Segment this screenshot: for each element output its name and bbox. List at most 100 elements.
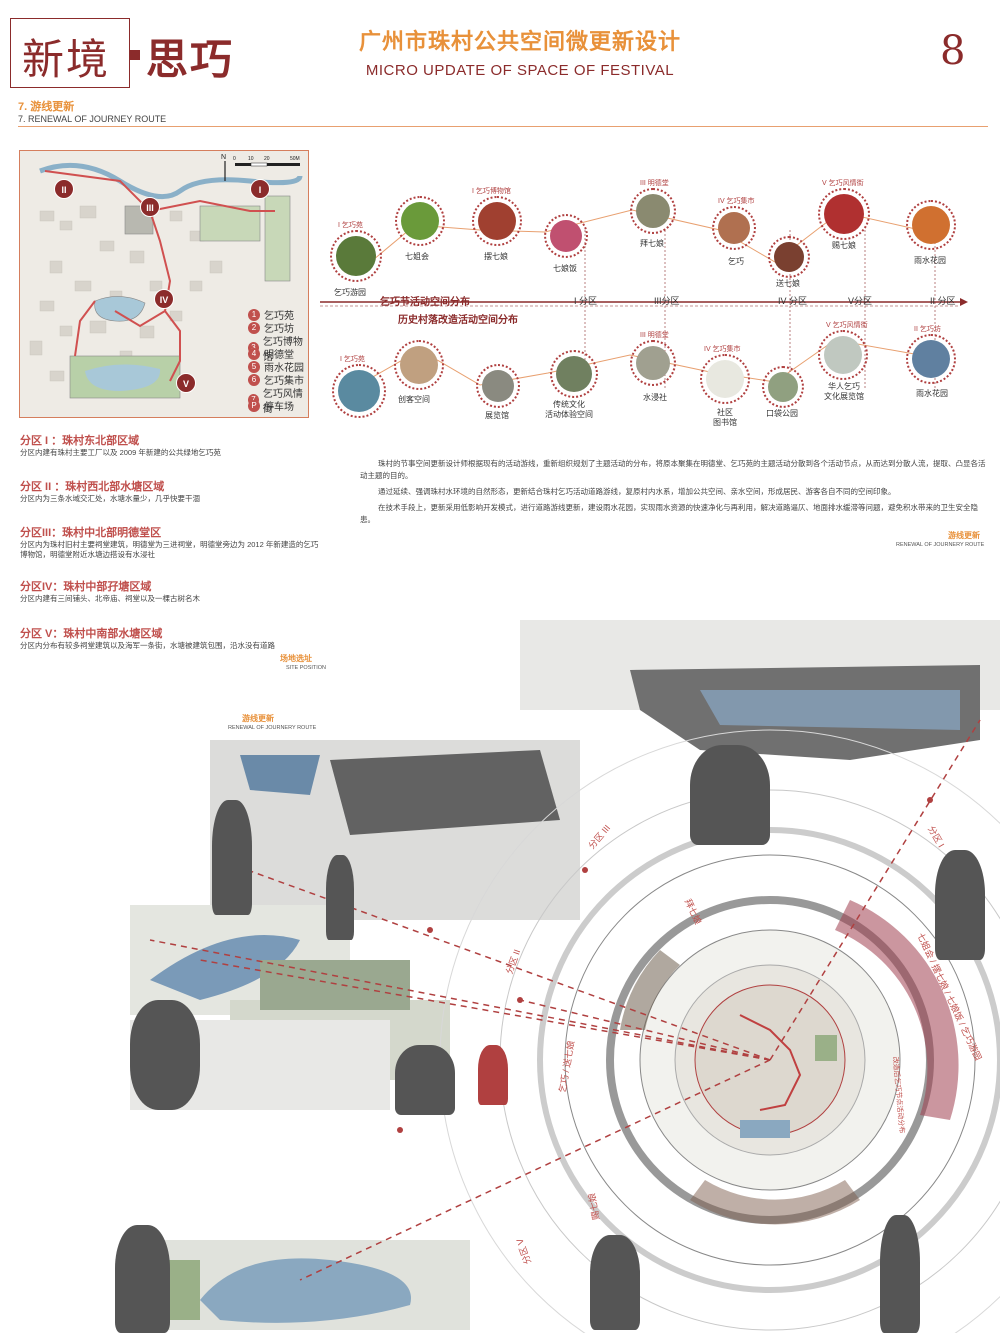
activity-top-8: V 乞巧风情街 <box>822 180 864 187</box>
map-zone-ii: II <box>54 179 74 199</box>
space-top-5: III 明德堂 <box>640 332 669 339</box>
scale-20: 20 <box>264 156 270 162</box>
description-p2: 通过延续、强调珠村水环境的自然形态，更新结合珠村乞巧活动道路游线，复原村内水系，… <box>378 487 896 496</box>
timeline-row1-title: 乞巧节活动空间分布 <box>380 297 470 308</box>
scale-0: 0 <box>233 156 236 162</box>
space-label-9: 雨水花园 <box>916 389 948 398</box>
activity-photo-7 <box>768 236 810 278</box>
space-label-5: 水浸社 <box>643 393 667 402</box>
description-p3: 在技术手段上，更新采用低影响开发模式，进行道路游线更新，建设雨水花园，实现雨水资… <box>360 503 978 524</box>
space-label-6: 社区 图书馆 <box>713 408 737 428</box>
description-tag-cn: 游线更新 <box>948 531 980 540</box>
north-arrow: N <box>221 154 226 161</box>
person-walking <box>880 1215 920 1333</box>
map-zone-i: I <box>250 179 270 199</box>
section-divider <box>18 126 988 127</box>
activity-label-5: 拜七娘 <box>640 239 664 248</box>
page-title-cn: 广州市珠村公共空间微更新设计 <box>358 29 681 54</box>
activity-label-3: 摆七娘 <box>484 252 508 261</box>
activity-photo-2 <box>395 196 445 246</box>
zone-4-desc: 分区内建有三间铺头、北帝庙、祠堂以及一棵古树名木 <box>20 594 200 603</box>
section-title-cn: 7. 游线更新 <box>18 101 75 113</box>
zone-1-desc: 分区内建有珠村主要工厂以及 2009 年新建的公共绿地乞巧苑 <box>20 448 221 457</box>
timeline-zone-iv: IV 分区 <box>778 296 808 306</box>
description-tag-en: RENEWAL OF JOURNERY ROUTE <box>896 542 985 548</box>
zone-4-title: 分区IV：珠村中部孖塘区域 <box>20 581 152 593</box>
zone-5-desc: 分区内分布有较多祠堂建筑以及海军一条街，水塘被建筑包围，沿水没有道路 <box>20 641 275 650</box>
zone-2-desc: 分区内为三条水域交汇处，水塘水量少，几乎快要干涸 <box>20 494 200 503</box>
zone-5-title: 分区 V：珠村中南部水塘区域 <box>20 628 163 640</box>
collage-tag-en: RENEWAL OF JOURNERY ROUTE <box>228 725 317 731</box>
activity-top-6: IV 乞巧集市 <box>718 198 755 205</box>
person-cyclist <box>130 1000 200 1110</box>
space-photo-4 <box>550 350 598 398</box>
site-position-tag-cn: 场地选址 <box>280 654 312 663</box>
description-p1: 珠村的节事空间更新设计师根据现有的活动游线，重新组织规划了主题活动的分布，将原本… <box>360 459 986 480</box>
space-label-4: 传统文化 活动体验空间 <box>545 400 593 420</box>
timeline-zone-ii: II 分区 <box>930 296 956 306</box>
space-photo-6 <box>700 354 750 404</box>
page-title-en: MICRO UPDATE OF SPACE OF FESTIVAL <box>365 62 675 79</box>
map-zone-iii: III <box>140 197 160 217</box>
activity-photo-8 <box>818 188 870 240</box>
timeline-zone-iii: III分区 <box>654 296 680 306</box>
person-standing <box>326 855 354 940</box>
person-sitting-ground <box>395 1045 455 1115</box>
scale-50: 50M <box>290 156 300 162</box>
timeline-zone-v: V分区 <box>848 296 873 306</box>
space-label-7: 口袋公园 <box>766 409 798 418</box>
activity-top-3: I 乞巧博物馆 <box>472 188 511 195</box>
space-top-6: IV 乞巧集市 <box>704 346 741 353</box>
activity-photo-5 <box>630 188 676 234</box>
page-number: 8 <box>940 28 966 74</box>
space-label-2: 创客空间 <box>398 395 430 404</box>
person-seated <box>212 800 252 915</box>
activity-photo-4 <box>544 214 588 258</box>
map-zone-v: V <box>176 373 196 393</box>
space-label-8: 华人乞巧 文化展览馆 <box>824 382 864 402</box>
zone-3-title: 分区III：珠村中北部明德堂区 <box>20 527 162 539</box>
person-pointing <box>590 1235 640 1330</box>
timeline-row2-title: 历史村落改造活动空间分布 <box>398 315 518 326</box>
logo-dot <box>130 50 140 60</box>
logo-text-left: 新境 <box>22 35 111 84</box>
activity-photo-6 <box>712 206 756 250</box>
person-red-dress <box>478 1045 508 1105</box>
timeline-zone-i: I 分区 <box>574 296 598 306</box>
zone-2-title: 分区 II ：珠村西北部水塘区域 <box>20 481 165 493</box>
collage-rings <box>130 620 1000 1333</box>
space-top-8: V 乞巧风情街 <box>826 322 868 329</box>
space-photo-9 <box>906 334 956 384</box>
space-photo-2 <box>394 340 444 390</box>
person-portrait <box>115 1225 170 1333</box>
activity-label-7: 送七娘 <box>776 279 800 288</box>
space-photo-8 <box>818 330 868 380</box>
person-drinking <box>935 850 985 960</box>
space-photo-3 <box>476 364 520 408</box>
zone-1-title: 分区 I ：珠村东北部区域 <box>20 435 140 447</box>
activity-label-9: 雨水花园 <box>914 256 946 265</box>
activity-photo-3 <box>472 196 522 246</box>
space-photo-1 <box>332 364 386 418</box>
map-zone-iv: IV <box>154 289 174 309</box>
person-guitarist <box>690 745 770 845</box>
zone-3-desc: 分区内为珠村旧村主要祠堂建筑，明德堂为三进祠堂，明德堂旁边为 2012 年新建造… <box>20 540 319 560</box>
site-position-tag-en: SITE POSITION <box>286 665 327 671</box>
space-label-3: 展览馆 <box>485 411 509 420</box>
space-photo-5 <box>630 340 676 386</box>
section-title-en: 7. RENEWAL OF JOURNEY ROUTE <box>18 114 167 124</box>
activity-label-2: 七姐会 <box>405 252 429 261</box>
activity-top-5: III 明德堂 <box>640 180 669 187</box>
space-top-1: I 乞巧苑 <box>340 356 365 363</box>
activity-label-4: 七娘饭 <box>553 264 577 273</box>
space-top-9: II 乞巧坊 <box>914 326 941 333</box>
activity-label-6: 乞巧 <box>728 257 744 266</box>
activity-label-8: 赐七娘 <box>832 241 856 250</box>
scale-10: 10 <box>248 156 254 162</box>
